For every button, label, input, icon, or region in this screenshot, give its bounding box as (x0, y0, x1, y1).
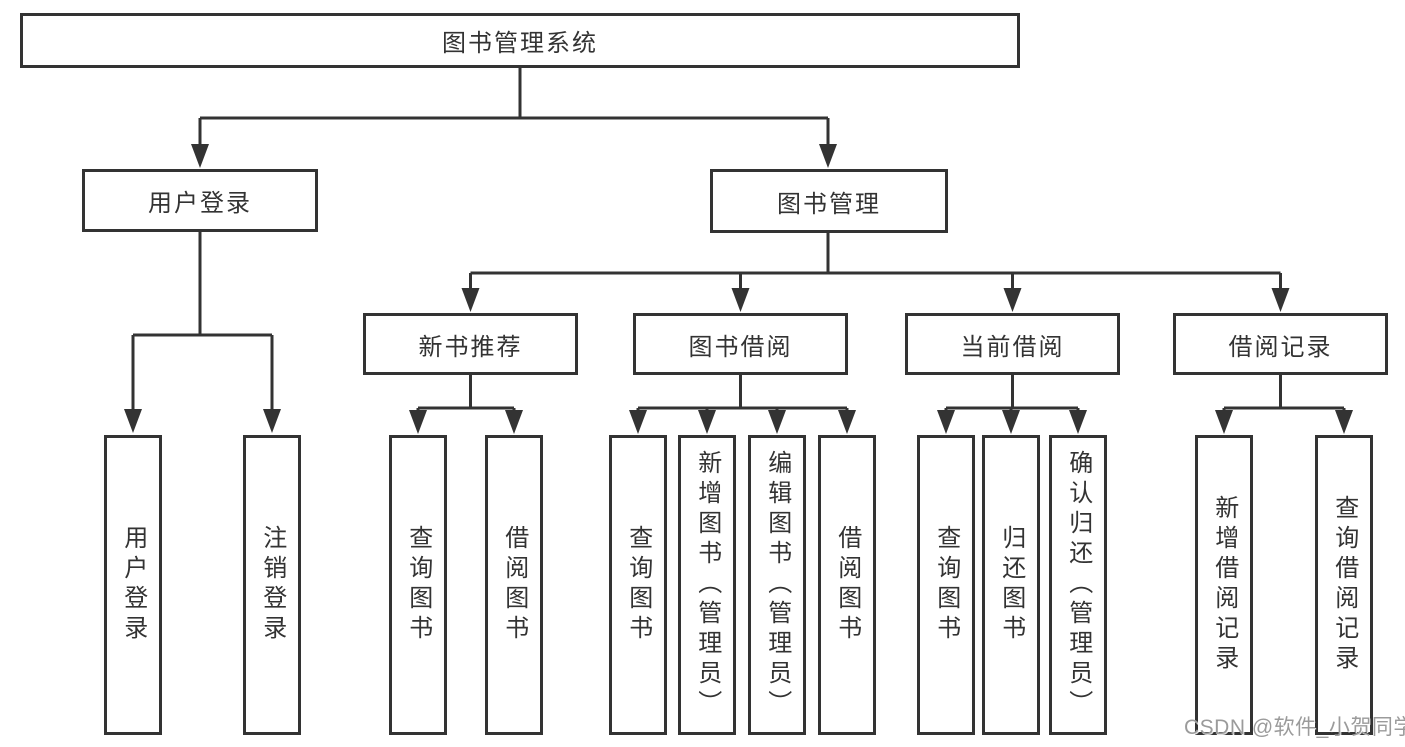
arrowhead (819, 144, 837, 168)
leaf-nbr-query-books: 查询图书 (389, 435, 447, 735)
arrowhead (124, 409, 142, 433)
node-current-borrowing: 当前借阅 (905, 313, 1120, 375)
leaf-nbr-borrow-books: 借阅图书 (485, 435, 543, 735)
leaf-label: 查询借阅记录 (1330, 495, 1358, 675)
leaf-label: 确认归还（管理员） (1064, 450, 1092, 720)
arrowhead (1003, 288, 1022, 312)
leaf-user-login: 用户登录 (104, 435, 162, 735)
arrowhead (1002, 410, 1020, 434)
leaf-label: 借阅图书 (500, 525, 528, 645)
connector-borrowing-records (1215, 375, 1353, 434)
arrowhead (768, 410, 786, 434)
leaf-label: 查询图书 (624, 525, 652, 645)
leaf-br-add-record: 新增借阅记录 (1195, 435, 1253, 735)
arrowhead (629, 410, 647, 434)
csdn-watermark: CSDN @软件_小贺同学 (1184, 716, 1405, 739)
arrowhead (409, 410, 427, 434)
leaf-bb-add-book-admin: 新增图书（管理员） (678, 435, 736, 735)
arrowhead (263, 409, 281, 433)
leaf-cb-query-books: 查询图书 (917, 435, 975, 735)
leaf-label: 归还图书 (997, 525, 1025, 645)
node-book-borrowing: 图书借阅 (633, 313, 848, 375)
arrowhead (731, 288, 750, 312)
leaf-br-query-record: 查询借阅记录 (1315, 435, 1373, 735)
arrowhead (191, 144, 209, 168)
leaf-label: 查询图书 (932, 525, 960, 645)
node-borrowing-records: 借阅记录 (1173, 313, 1388, 375)
arrowhead (1069, 410, 1087, 434)
leaf-cb-return-books: 归还图书 (982, 435, 1040, 735)
connector-user-login (124, 232, 281, 433)
leaf-label: 新增图书（管理员） (693, 450, 721, 720)
arrowhead (1335, 410, 1353, 434)
node-book-management: 图书管理 (710, 169, 948, 233)
node-root: 图书管理系统 (20, 13, 1020, 68)
leaf-bb-borrow-books: 借阅图书 (818, 435, 876, 735)
arrowhead (1271, 288, 1290, 312)
node-user-login: 用户登录 (82, 169, 318, 232)
leaf-label: 用户登录 (119, 525, 147, 645)
arrowhead (505, 410, 523, 434)
connector-book-borrowing (629, 375, 856, 434)
connector-new-book-recommendation (409, 375, 523, 434)
arrowhead (698, 410, 716, 434)
connector-book-management (461, 232, 1290, 312)
leaf-label: 编辑图书（管理员） (763, 450, 791, 720)
arrowhead (461, 288, 480, 312)
leaf-bb-query-books: 查询图书 (609, 435, 667, 735)
connector-root-to-level2 (191, 68, 837, 168)
leaf-bb-edit-book-admin: 编辑图书（管理员） (748, 435, 806, 735)
leaf-cb-confirm-return-admin: 确认归还（管理员） (1049, 435, 1107, 735)
arrowhead (937, 410, 955, 434)
leaf-label: 查询图书 (404, 525, 432, 645)
node-new-book-recommendation: 新书推荐 (363, 313, 578, 375)
leaf-label: 注销登录 (258, 525, 286, 645)
leaf-label: 借阅图书 (833, 525, 861, 645)
leaf-logout: 注销登录 (243, 435, 301, 735)
arrowhead (838, 410, 856, 434)
connector-current-borrowing (937, 375, 1087, 434)
leaf-label: 新增借阅记录 (1210, 495, 1238, 675)
arrowhead (1215, 410, 1233, 434)
